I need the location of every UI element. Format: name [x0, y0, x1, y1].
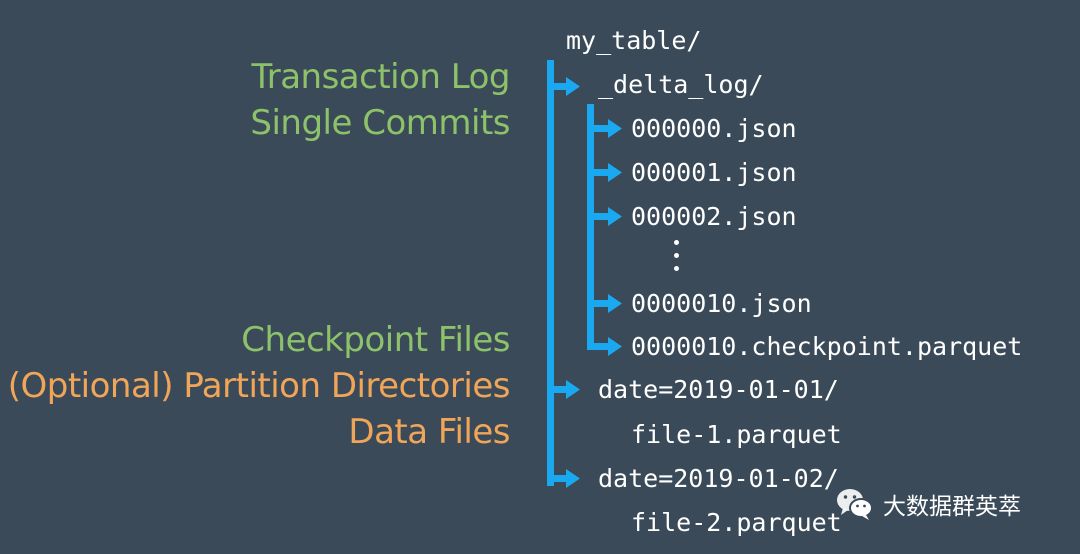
- label-single-commits: Single Commits: [250, 103, 510, 143]
- tree-node-delta-log: _delta_log/: [598, 70, 764, 99]
- label-partition-directories: (Optional) Partition Directories: [7, 366, 511, 406]
- arrow-checkpoint: [590, 337, 622, 356]
- arrow-commit-2: [590, 207, 622, 226]
- ellipsis-dot: [674, 253, 679, 258]
- arrow-partition-2: [550, 469, 580, 488]
- tree-node-root: my_table/: [566, 26, 702, 55]
- label-data-files: Data Files: [348, 412, 510, 452]
- wechat-icon: [837, 489, 873, 520]
- tree-node-file-2: file-2.parquet: [631, 508, 842, 537]
- tree-node-commit-1: 000001.json: [631, 158, 797, 187]
- watermark: 大数据群英萃: [835, 484, 1021, 524]
- watermark-text: 大数据群英萃: [883, 494, 1021, 520]
- label-transaction-log: Transaction Log: [251, 57, 510, 97]
- arrow-partition-1: [550, 380, 580, 399]
- arrow-commit-10: [590, 294, 622, 313]
- label-checkpoint-files: Checkpoint Files: [241, 320, 510, 360]
- tree-node-commit-0: 000000.json: [631, 114, 797, 143]
- tree-ellipsis: [667, 238, 687, 274]
- tree-node-partition-2: date=2019-01-02/: [598, 464, 839, 493]
- ellipsis-dot: [674, 266, 679, 271]
- tree-node-commit-10: 0000010.json: [631, 289, 812, 318]
- ellipsis-dot: [674, 240, 679, 245]
- arrow-commit-0: [590, 119, 622, 138]
- tree-node-commit-2: 000002.json: [631, 202, 797, 231]
- arrow-delta-log: [550, 77, 580, 96]
- trunk-line-delta-log: [587, 104, 594, 350]
- trunk-line-root: [547, 60, 554, 486]
- arrow-commit-1: [590, 163, 622, 182]
- tree-node-partition-1: date=2019-01-01/: [598, 375, 839, 404]
- tree-node-checkpoint: 0000010.checkpoint.parquet: [631, 332, 1023, 361]
- tree-node-file-1: file-1.parquet: [631, 420, 842, 449]
